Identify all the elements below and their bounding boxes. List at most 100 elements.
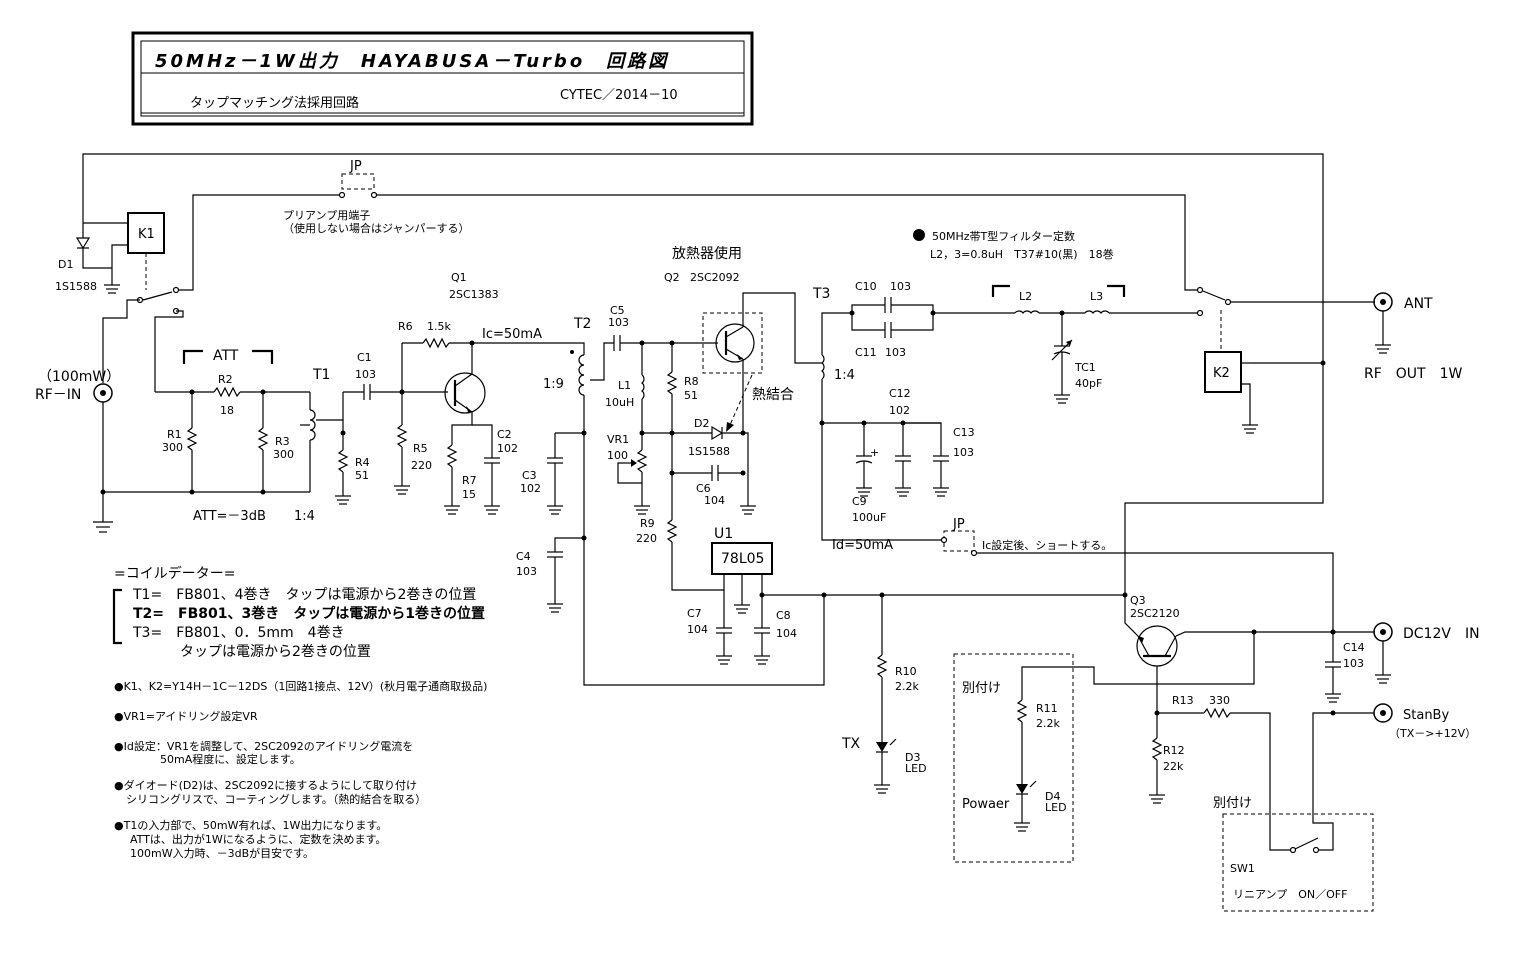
tx-label: TX <box>841 736 861 752</box>
note-line: ●Id設定：VR1を調整して、2SC2092のアイドリング電流を <box>114 739 413 753</box>
c9-label: C9 <box>852 495 867 508</box>
transformer-t3: T3 1:4 Id=50mA C10 103 C11 103 + C9 <box>812 280 1015 553</box>
r11-value: 2.2k <box>1036 717 1060 730</box>
c10-label: C10 <box>855 280 877 293</box>
c14-label: C14 <box>1343 641 1365 654</box>
c11-value: 103 <box>885 346 906 359</box>
jp1-note1: プリアンプ用端子 <box>283 209 370 222</box>
q3-label: Q3 <box>1130 594 1146 607</box>
c2-value: 102 <box>497 442 518 455</box>
coil-data-heading: =コイルデーター= <box>114 565 235 582</box>
id-label: Id=50mA <box>832 538 893 553</box>
c12-label: C12 <box>889 387 911 400</box>
d4-label: D4 <box>1045 790 1060 803</box>
att-value: ATT=－3dB <box>193 509 266 524</box>
d2-part: 1S1588 <box>688 445 730 458</box>
jumper-jp2: JP Ic設定後、ショートする。 <box>940 517 1334 632</box>
c12-value: 102 <box>889 404 910 417</box>
r12-label: R12 <box>1163 744 1185 757</box>
coil-data-t1: T1= FB801、4巻き タップは電源から2巻きの位置 <box>132 587 476 603</box>
coil-data-t3b: タップは電源から2巻きの位置 <box>180 644 371 660</box>
coil-data-t2: T2= FB801、3巻き タップは電源から1巻きの位置 <box>133 605 485 622</box>
r7-value: 15 <box>462 488 476 501</box>
r10-label: R10 <box>895 665 917 678</box>
t2-label: T2 <box>573 316 591 332</box>
coil-data: =コイルデーター= T1= FB801、4巻き タップは電源から2巻きの位置 T… <box>112 565 485 660</box>
q2-stage: 放熱器使用 Q2 2SC2092 熱結合 L1 10uH R8 51 <box>605 245 822 591</box>
t3-ratio: 1:4 <box>834 368 855 383</box>
l1-value: 10uH <box>605 396 634 409</box>
svg-text:+: + <box>870 446 879 459</box>
r10-value: 2.2k <box>895 680 919 693</box>
r5-value: 220 <box>411 459 432 472</box>
r3-value: 300 <box>273 448 294 461</box>
note-line: ●ダイオード(D2)は、2SC2092に接するようにして取り付け <box>114 778 417 792</box>
vr1-value: 100 <box>607 449 628 462</box>
r7-label: R7 <box>462 474 477 487</box>
relay-k1: K1 D1 1S1588 <box>55 212 184 392</box>
c1-value: 103 <box>355 368 376 381</box>
c3-value: 102 <box>520 482 541 495</box>
d2-label: D2 <box>694 417 709 430</box>
l2-label: L2 <box>1019 290 1032 303</box>
l3-label: L3 <box>1090 290 1103 303</box>
c3-label: C3 <box>522 469 537 482</box>
note-line: 50mA程度に、設定します。 <box>160 752 301 766</box>
rfin-label: RF－IN <box>35 387 81 403</box>
r2-label: R2 <box>218 373 233 386</box>
q3-part: 2SC2120 <box>1130 607 1180 620</box>
jp2-label: JP <box>952 517 965 532</box>
jp1-label: JP <box>349 159 362 174</box>
bettsuke2-label: 別付け <box>1213 796 1252 811</box>
diagram-subtitle: タップマッチング法採用回路 <box>190 95 359 111</box>
jp1-note2: （使用しない場合はジャンパーする） <box>283 221 469 235</box>
att-label: ATT <box>213 348 239 364</box>
l1-label: L1 <box>618 379 631 392</box>
q1-label: Q1 <box>451 271 467 284</box>
transformer-t2: T2 1:9 C3 102 C4 103 C5 103 <box>516 304 825 686</box>
bettsuke1-label: 別付け <box>962 681 1001 696</box>
title-block: 50MHz－1W出力 HAYABUSA－Turbo 回路図 タップマッチング法採… <box>131 31 754 126</box>
r6-value: 1.5k <box>427 320 451 333</box>
heatsink-label: 放熱器使用 <box>672 245 742 262</box>
standby-note: （TX－>+12V） <box>1389 727 1476 740</box>
c13-value: 103 <box>953 446 974 459</box>
d3-label: D3 <box>905 751 920 764</box>
filter-value: L2，3=0.8uH T37#10(黒) 18巻 <box>930 248 1114 261</box>
c14-value: 103 <box>1343 657 1364 670</box>
thermal-label: 熱結合 <box>752 387 794 403</box>
c11-label: C11 <box>855 346 877 359</box>
vr1-label: VR1 <box>607 433 629 446</box>
d1-part: 1S1588 <box>55 280 97 293</box>
attenuator: ATT R2 18 R1 300 R3 300 ATT=－3dB <box>155 348 310 524</box>
d1-label: D1 <box>58 258 73 271</box>
tx-led: R10 2.2k TX D3 LED <box>841 595 927 794</box>
r4-value: 51 <box>355 469 369 482</box>
note-line: ●K1、K2=Y14H－1C－12DS（1回路1接点、12V）(秋月電子通商取扱… <box>114 679 487 693</box>
c2-label: C2 <box>497 428 512 441</box>
c6-label: C6 <box>696 482 711 495</box>
d3-part: LED <box>905 762 927 775</box>
ic-label: Ic=50mA <box>482 327 542 342</box>
c7-value: 104 <box>687 623 708 636</box>
bypass-wiring: JP プリアンプ用端子 （使用しない場合はジャンパーする） <box>82 153 1324 595</box>
filter-note: 50MHz帯T型フィルター定数 <box>932 229 1075 243</box>
t2-ratio: 1:9 <box>543 377 564 392</box>
note-line: ATTは、出力が1Wになるように、定数を決めます。 <box>130 832 386 846</box>
c8-value: 104 <box>776 627 797 640</box>
sw1-label: SW1 <box>1230 862 1255 875</box>
r9-value: 220 <box>636 532 657 545</box>
coil-data-t3a: T3= FB801、0．5mm 4巻き <box>132 625 345 641</box>
r1-label: R1 <box>167 428 182 441</box>
r8-label: R8 <box>684 375 699 388</box>
power-led: 別付け R11 2.2k Powaer D4 LED <box>953 653 1074 863</box>
q1-part: 2SC1383 <box>449 288 499 301</box>
note-line: シリコングリスで、コーティングします。（熱的結合を取る） <box>126 792 426 806</box>
r2-value: 18 <box>220 404 234 417</box>
c8-label: C8 <box>776 609 791 622</box>
rf-input: （100mW） RF－IN <box>35 369 310 533</box>
t1-label: T1 <box>312 367 330 383</box>
c13-label: C13 <box>953 426 975 439</box>
standby-label: StanBy <box>1403 708 1449 723</box>
